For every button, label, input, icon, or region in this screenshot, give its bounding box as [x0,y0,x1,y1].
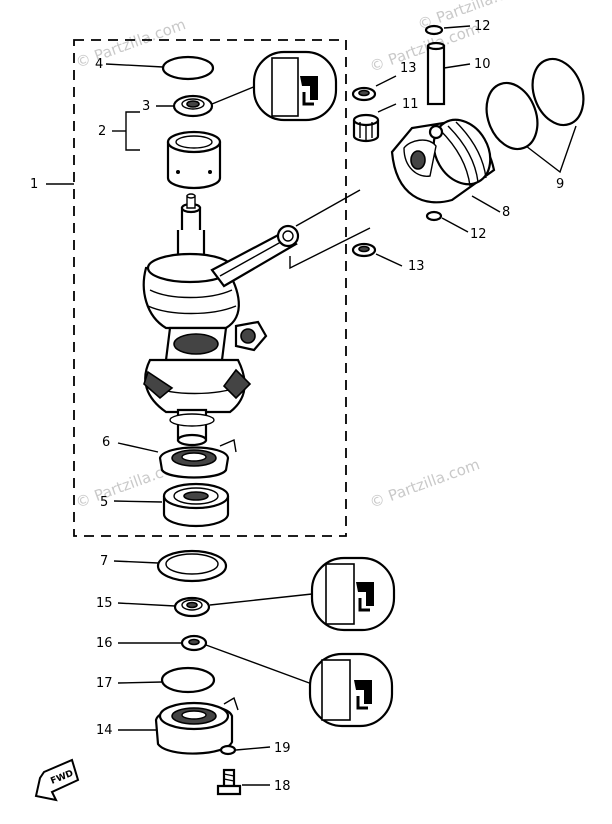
seal-lip-detail-inset-bottom [308,652,394,728]
callout-5: 5 [100,495,108,510]
part-7-o-ring[interactable] [156,549,228,583]
callout-14: 14 [96,723,113,738]
part-18-bolt[interactable] [216,768,242,796]
part-5-ball-bearing[interactable] [162,482,230,528]
callout-8: 8 [502,205,510,220]
connecting-rod[interactable] [210,224,300,352]
crankshaft[interactable] [142,193,252,447]
callout-18: 18 [274,779,291,794]
callout-13a: 13 [400,61,417,76]
part-13-washer-top[interactable] [351,86,377,102]
part-17-o-ring[interactable] [160,666,216,694]
callout-10: 10 [474,57,491,72]
part-13-washer-bottom[interactable] [351,242,377,258]
part-8-piston[interactable] [390,110,502,204]
callout-9: 9 [556,177,564,192]
callout-2: 2 [98,124,106,139]
seal-lip-detail-inset-top [252,50,338,122]
part-14-lower-housing[interactable] [154,696,239,755]
part-6-bearing-housing[interactable] [158,439,237,479]
part-15-oil-seal[interactable] [173,596,211,618]
fwd-direction-arrow: FWD [34,758,80,802]
callout-13b: 13 [408,259,425,274]
callout-17: 17 [96,676,113,691]
callout-1: 1 [30,177,38,192]
callout-11: 11 [402,97,419,112]
callout-15: 15 [96,596,113,611]
callout-3: 3 [142,99,150,114]
callout-12b: 12 [470,227,487,242]
callout-7: 7 [100,554,108,569]
watermark: © Partzilla.com [367,455,482,512]
callout-16: 16 [96,636,113,651]
part-10-piston-pin[interactable] [426,41,446,106]
part-9-piston-rings[interactable] [478,52,592,156]
part-4-o-ring[interactable] [161,55,215,81]
callout-6: 6 [102,435,110,450]
part-16-oil-seal[interactable] [180,634,208,652]
part-12-circlip-bottom[interactable] [425,210,443,222]
seal-lip-detail-inset-middle [310,556,396,632]
part-12-circlip-top[interactable] [424,24,444,36]
part-3-oil-seal[interactable] [172,94,214,118]
part-2-needle-bearing[interactable] [166,130,222,190]
part-11-small-end-bearing[interactable] [352,113,380,143]
callout-19: 19 [274,741,291,756]
part-19-washer[interactable] [219,744,237,756]
callout-12a: 12 [474,19,491,34]
callout-4: 4 [95,57,103,72]
crankshaft-assembly-box [73,39,347,537]
